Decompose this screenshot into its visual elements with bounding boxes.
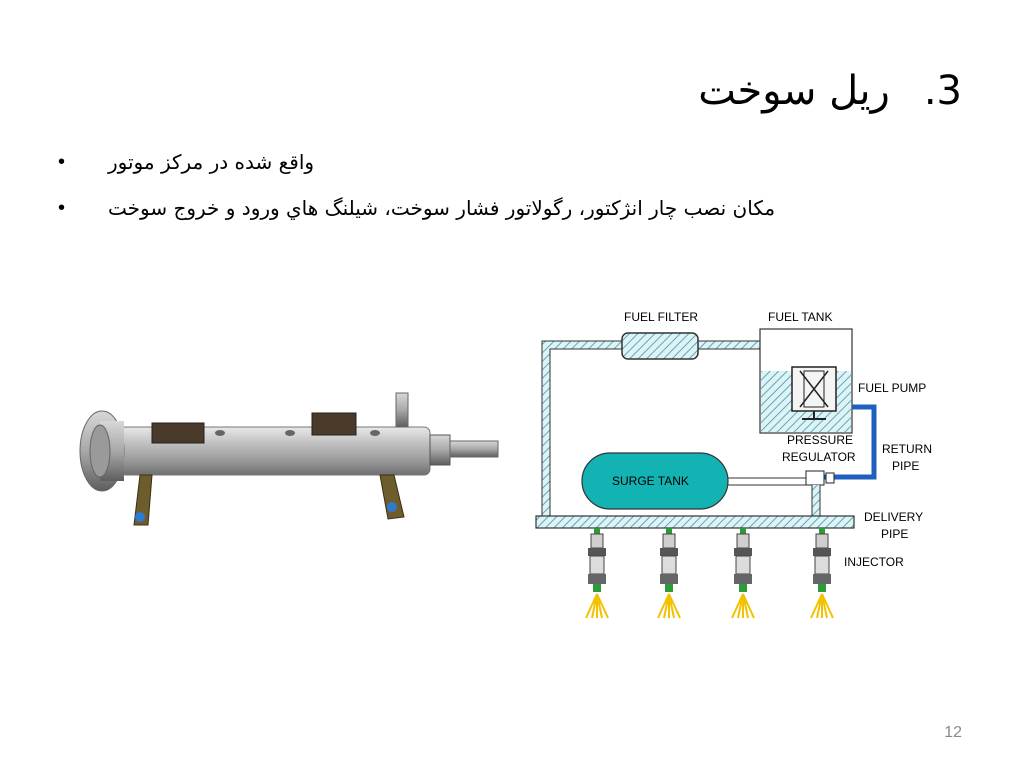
fuel-filter bbox=[621, 332, 699, 360]
fuel-pump bbox=[791, 366, 837, 412]
fuel-pump-label: FUEL PUMP bbox=[858, 381, 926, 395]
injector-label: INJECTOR bbox=[844, 555, 904, 569]
injector bbox=[810, 528, 834, 619]
fuel-tank-label: FUEL TANK bbox=[768, 310, 832, 324]
injector bbox=[731, 528, 755, 619]
slide-number: 12 bbox=[944, 724, 962, 741]
return-label: RETURN bbox=[882, 442, 932, 456]
surge-tank bbox=[581, 452, 729, 510]
slide-title: 3. ريل سوخت bbox=[698, 68, 962, 114]
bullet-text: واقع شده در مرکز موتور bbox=[108, 150, 315, 174]
delivery-label: DELIVERY bbox=[864, 510, 923, 524]
delivery-pipe-label: PIPE bbox=[881, 527, 908, 541]
bullet-item: • مکان نصب چار انژکتور، رگولاتور فشار سو… bbox=[58, 194, 898, 240]
injector bbox=[657, 528, 681, 619]
pressure-label: PRESSURE bbox=[787, 433, 853, 447]
pressure-regulator bbox=[805, 470, 825, 486]
return-pipe bbox=[820, 404, 877, 480]
injector bbox=[585, 528, 609, 619]
title-text: ريل سوخت bbox=[698, 68, 890, 114]
bullet-list: • واقع شده در مرکز موتور • مکان نصب چار … bbox=[58, 148, 898, 240]
bullet-dot: • bbox=[58, 151, 66, 173]
fuel-filter-label: FUEL FILTER bbox=[624, 310, 698, 324]
return-pipe-label: PIPE bbox=[892, 459, 919, 473]
title-number: 3. bbox=[923, 68, 962, 114]
bullet-item: • واقع شده در مرکز موتور bbox=[58, 148, 898, 194]
bullet-dot: • bbox=[58, 197, 66, 219]
fuel-system-diagram: FUEL FILTER FUEL TANK FUEL PUMP RETURN P… bbox=[535, 310, 932, 619]
regulator-label: REGULATOR bbox=[782, 450, 856, 464]
delivery-pipe bbox=[535, 515, 855, 529]
fuel-rail-photo bbox=[79, 392, 499, 526]
bullet-text: مکان نصب چار انژکتور، رگولاتور فشار سوخت… bbox=[108, 196, 776, 220]
surge-tank-label: SURGE TANK bbox=[612, 474, 689, 488]
